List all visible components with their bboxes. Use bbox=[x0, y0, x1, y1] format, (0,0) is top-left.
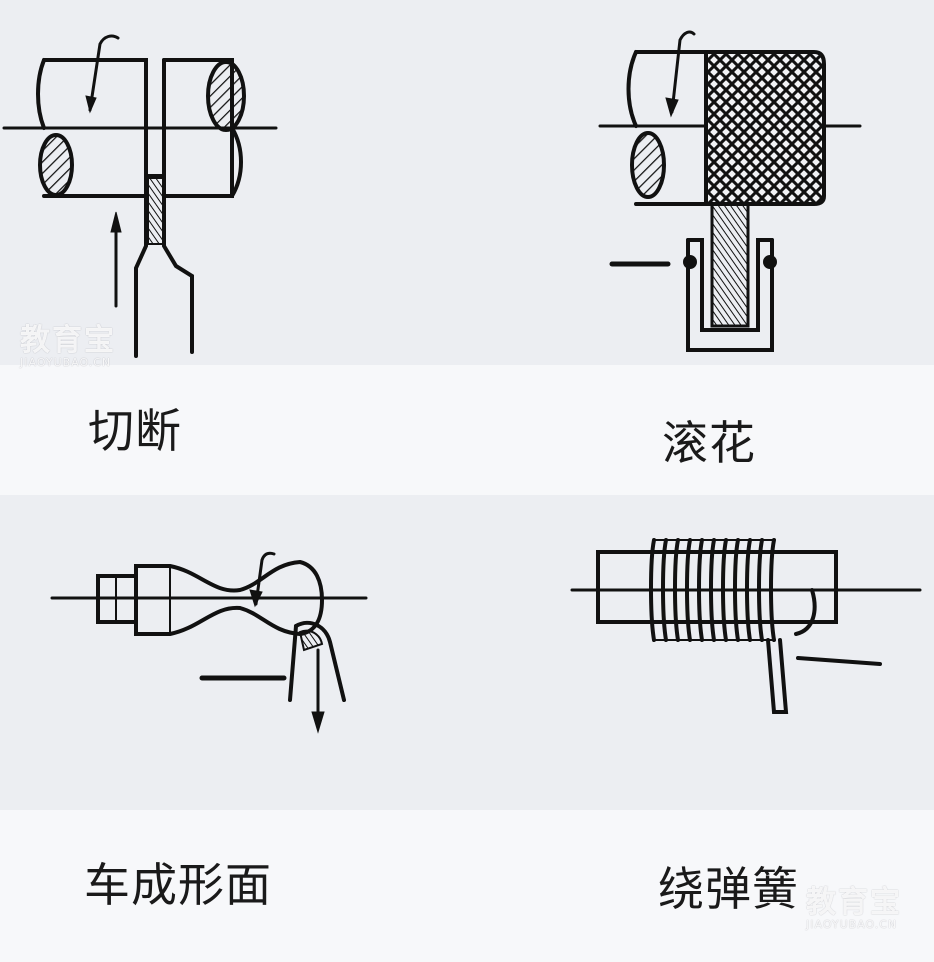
watermark-bottom-right: 教育宝 JIAOYUBAO.CN bbox=[806, 885, 902, 932]
cutoff-diagram bbox=[2, 34, 278, 358]
caption-cutoff: 切断 bbox=[88, 404, 182, 458]
spring-winding-diagram bbox=[570, 538, 922, 714]
watermark-en: JIAOYUBAO.CN bbox=[20, 356, 112, 369]
watermark-cn: 教育宝 bbox=[20, 323, 116, 358]
caption-spring: 绕弹簧 bbox=[658, 862, 799, 916]
caption-knurling: 滚花 bbox=[662, 416, 756, 470]
caption-band-bottom bbox=[0, 810, 934, 962]
watermark-en: JIAOYUBAO.CN bbox=[806, 918, 898, 931]
forming-diagram bbox=[50, 551, 368, 734]
watermark-cn: 教育宝 bbox=[806, 885, 902, 920]
caption-band-top bbox=[0, 365, 934, 495]
watermark-top-left: 教育宝 JIAOYUBAO.CN bbox=[20, 323, 116, 370]
knurling-diagram bbox=[598, 30, 862, 352]
caption-forming: 车成形面 bbox=[84, 858, 272, 912]
